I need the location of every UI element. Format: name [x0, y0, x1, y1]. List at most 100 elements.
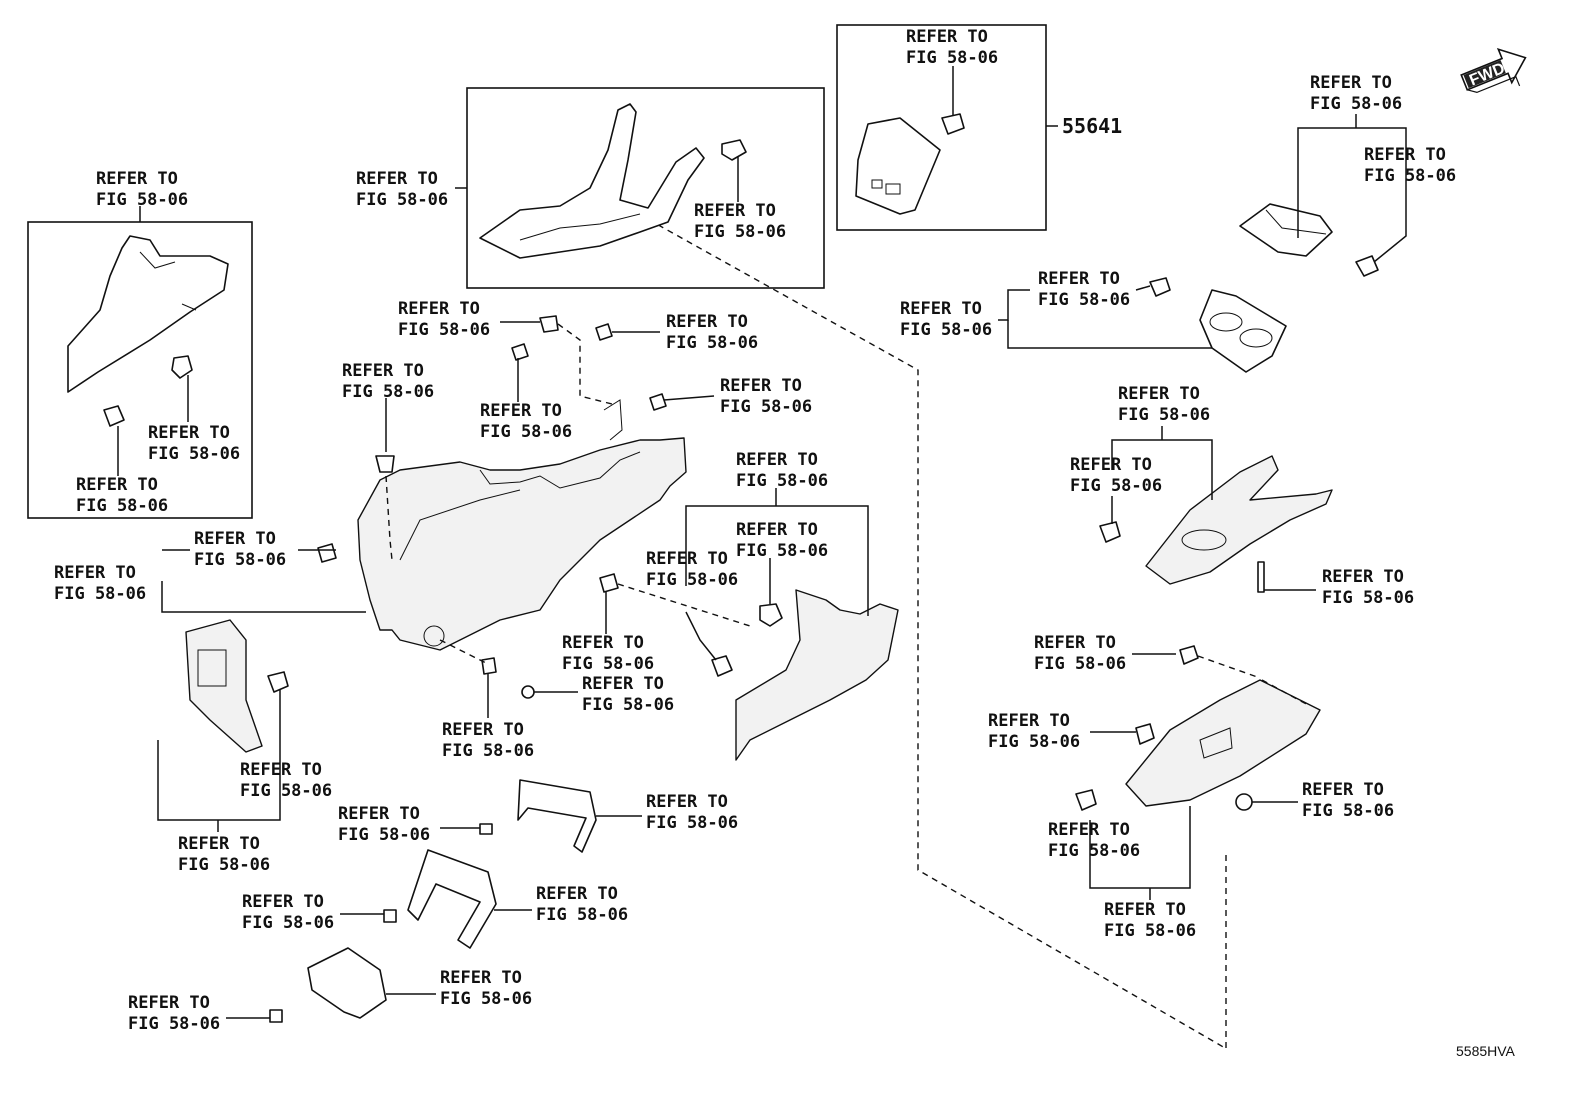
svg-text:FIG 58-06: FIG 58-06	[736, 541, 828, 561]
svg-text:REFER TO: REFER TO	[736, 450, 818, 470]
svg-text:REFER TO: REFER TO	[720, 376, 802, 396]
svg-text:FIG 58-06: FIG 58-06	[148, 444, 240, 464]
svg-text:REFER TO: REFER TO	[562, 633, 644, 653]
clip-pin-5	[521, 685, 535, 699]
svg-text:FIG 58-06: FIG 58-06	[1034, 654, 1126, 674]
clip-pin-1	[375, 455, 395, 473]
svg-text:FIG 58-06: FIG 58-06	[356, 190, 448, 210]
svg-text:REFER TO: REFER TO	[178, 834, 260, 854]
svg-text:FIG 58-06: FIG 58-06	[1070, 476, 1162, 496]
shift-finisher	[1145, 455, 1333, 585]
svg-text:REFER TO: REFER TO	[76, 475, 158, 495]
svg-text:FIG 58-06: FIG 58-06	[442, 741, 534, 761]
svg-text:REFER TO: REFER TO	[988, 711, 1070, 731]
svg-text:REFER TO: REFER TO	[440, 968, 522, 988]
cup-holder	[1199, 289, 1287, 373]
svg-text:REFER TO: REFER TO	[1322, 567, 1404, 587]
svg-text:REFER TO: REFER TO	[1038, 269, 1120, 289]
clip-pin-4	[481, 657, 497, 675]
svg-text:REFER TO: REFER TO	[582, 674, 664, 694]
svg-text:FIG 58-06: FIG 58-06	[240, 781, 332, 801]
diagram-code: 5585HVA	[1456, 1043, 1516, 1059]
svg-text:FIG 58-06: FIG 58-06	[1364, 166, 1456, 186]
center-console-body	[357, 399, 687, 651]
svg-text:REFER TO: REFER TO	[398, 299, 480, 319]
svg-text:REFER TO: REFER TO	[342, 361, 424, 381]
svg-text:REFER TO: REFER TO	[1104, 900, 1186, 920]
clip-shift-finisher	[1099, 521, 1121, 543]
clip-left-inset-1	[171, 355, 193, 379]
svg-text:REFER TO: REFER TO	[1070, 455, 1152, 475]
side-trim-panel	[67, 235, 229, 393]
svg-text:FIG 58-06: FIG 58-06	[242, 913, 334, 933]
svg-text:FIG 58-06: FIG 58-06	[76, 496, 168, 516]
svg-text:FIG 58-06: FIG 58-06	[906, 48, 998, 68]
svg-text:FIG 58-06: FIG 58-06	[54, 584, 146, 604]
clip-lower-side	[711, 655, 733, 677]
clip-left-inset-2	[103, 405, 125, 427]
svg-text:FIG 58-06: FIG 58-06	[1104, 921, 1196, 941]
clip-rear-panel	[267, 671, 289, 693]
svg-text:REFER TO: REFER TO	[54, 563, 136, 583]
clip-pin-3	[599, 573, 619, 593]
svg-text:REFER TO: REFER TO	[536, 884, 618, 904]
svg-text:FIG 58-06: FIG 58-06	[1310, 94, 1402, 114]
svg-text:FIG 58-06: FIG 58-06	[1322, 588, 1414, 608]
lower-side-panel	[735, 589, 899, 761]
svg-text:REFER TO: REFER TO	[338, 804, 420, 824]
console-lid	[1125, 679, 1321, 807]
clip-lid-1	[1179, 645, 1199, 665]
clip-tray	[1355, 255, 1379, 277]
clip-pin-2	[539, 315, 559, 333]
svg-text:FIG 58-06: FIG 58-06	[536, 905, 628, 925]
screw-shift-finisher	[1257, 561, 1265, 593]
svg-text:REFER TO: REFER TO	[128, 993, 210, 1013]
nut-1	[595, 323, 613, 341]
clip-pin-8	[269, 1009, 283, 1023]
bracket-1	[517, 779, 597, 853]
svg-text:FIG 58-06: FIG 58-06	[96, 190, 188, 210]
svg-text:FIG 58-06: FIG 58-06	[582, 695, 674, 715]
fwd-arrow-icon: FWD	[1460, 47, 1527, 94]
svg-text:FIG 58-06: FIG 58-06	[988, 732, 1080, 752]
svg-text:FIG 58-06: FIG 58-06	[178, 855, 270, 875]
svg-text:FIG 58-06: FIG 58-06	[646, 570, 738, 590]
svg-text:REFER TO: REFER TO	[194, 529, 276, 549]
svg-text:REFER TO: REFER TO	[900, 299, 982, 319]
svg-text:FIG 58-06: FIG 58-06	[694, 222, 786, 242]
svg-text:REFER TO: REFER TO	[736, 520, 818, 540]
svg-text:FIG 58-06: FIG 58-06	[1302, 801, 1394, 821]
svg-text:FIG 58-06: FIG 58-06	[194, 550, 286, 570]
svg-text:REFER TO: REFER TO	[1118, 384, 1200, 404]
svg-text:REFER TO: REFER TO	[356, 169, 438, 189]
svg-text:FIG 58-06: FIG 58-06	[736, 471, 828, 491]
clip-side-1	[317, 543, 337, 563]
bracket-2	[407, 849, 497, 949]
svg-text:REFER TO: REFER TO	[694, 201, 776, 221]
svg-text:REFER TO: REFER TO	[1364, 145, 1446, 165]
leader-lines	[117, 66, 1407, 1019]
svg-text:REFER TO: REFER TO	[96, 169, 178, 189]
